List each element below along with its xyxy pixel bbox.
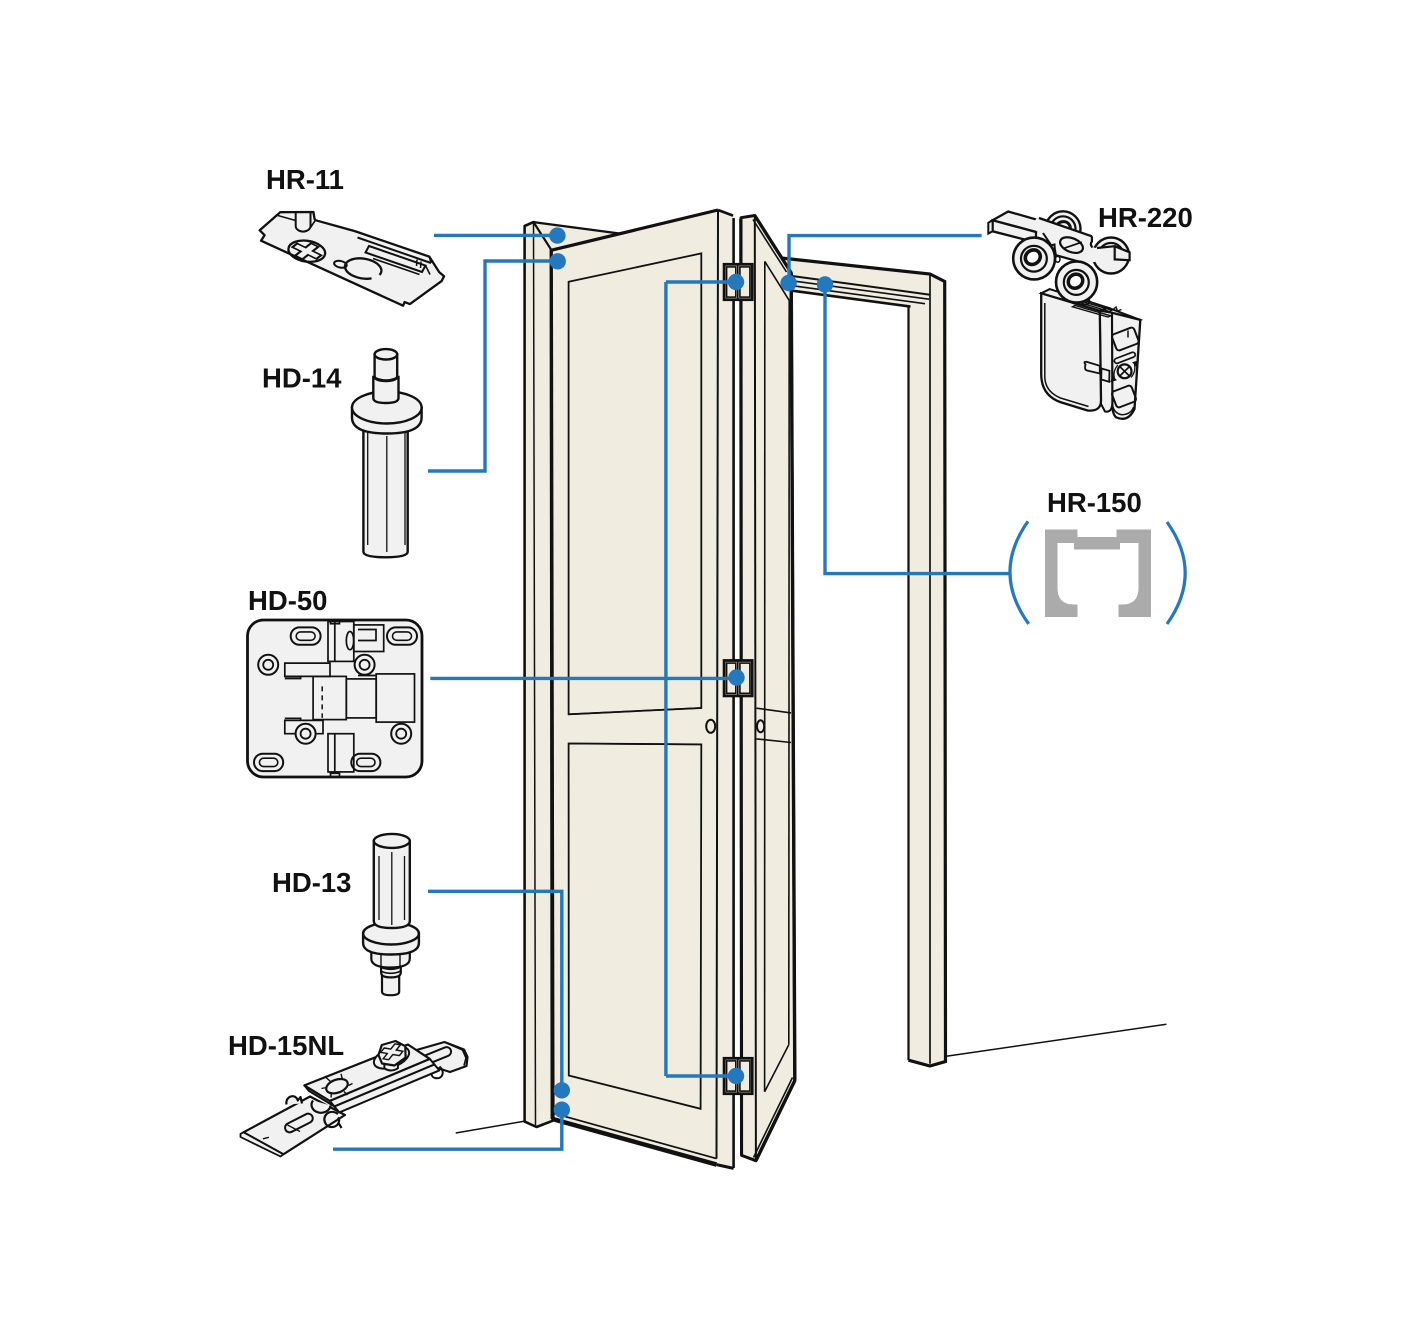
- svg-text:HD-14: HD-14: [262, 363, 342, 394]
- svg-text:HR-150: HR-150: [1047, 487, 1142, 518]
- svg-text:HD-50: HD-50: [248, 585, 327, 616]
- svg-text:HR-11: HR-11: [266, 164, 344, 195]
- svg-text:HD-15NL: HD-15NL: [228, 1030, 344, 1061]
- svg-text:HR-220: HR-220: [1098, 202, 1193, 233]
- svg-text:HD-13: HD-13: [272, 867, 351, 898]
